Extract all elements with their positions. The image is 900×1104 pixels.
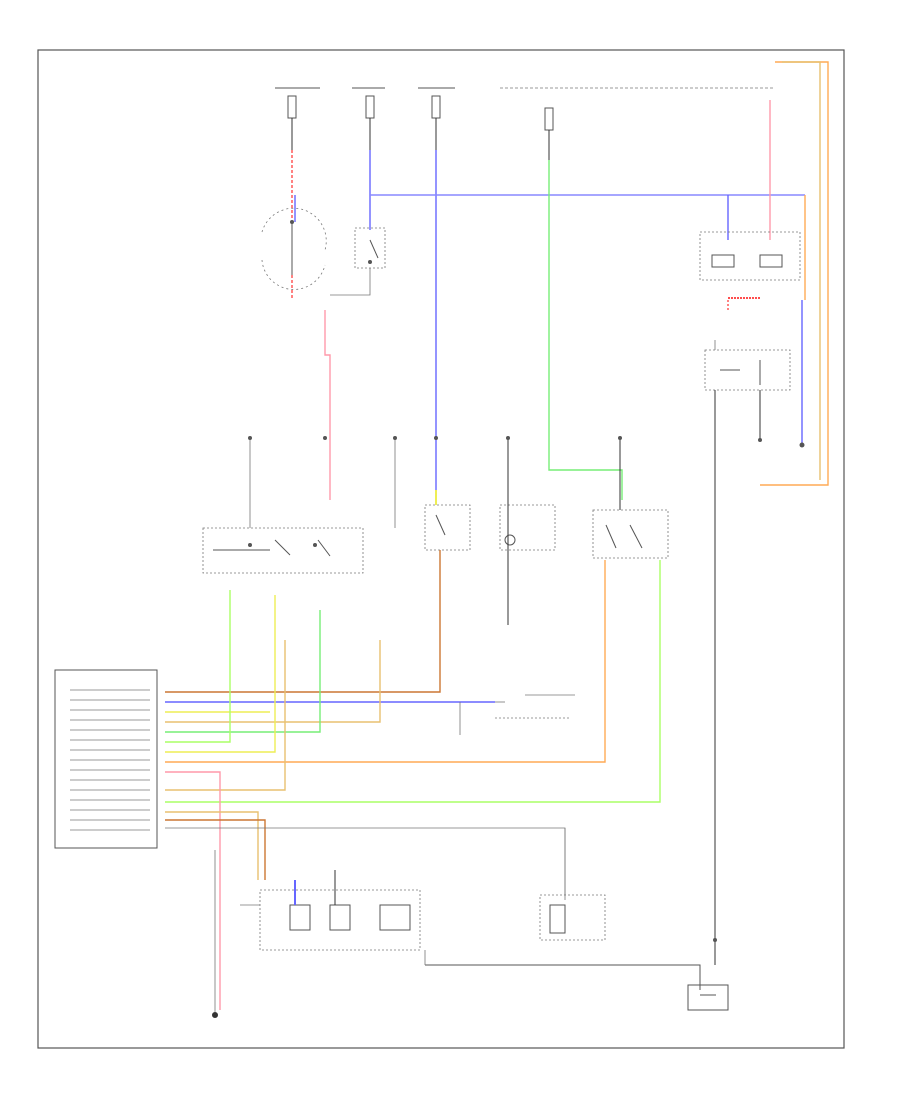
cruise-actuator xyxy=(240,870,421,951)
relay-module xyxy=(699,231,801,299)
ground-right xyxy=(687,984,729,1011)
wire-green-brake xyxy=(165,560,661,803)
wire-gray-clutch xyxy=(330,268,371,296)
brake-switch xyxy=(592,438,669,559)
fuse-box-top-mid xyxy=(352,87,385,150)
hazard-fuse xyxy=(500,87,775,160)
combination-switch xyxy=(202,527,364,574)
diagram-border xyxy=(37,49,845,1049)
wire-green-cu xyxy=(165,610,321,733)
wire-orange-brake xyxy=(165,560,606,763)
wire-brown-cu-2 xyxy=(165,819,266,880)
cruise-control-unit xyxy=(54,669,158,849)
fuse-box-top-left xyxy=(275,87,320,150)
vehicle-speed-sensor xyxy=(539,828,606,941)
transmission-range-switch xyxy=(459,694,575,735)
tail-lamp-relay xyxy=(704,349,791,965)
wire-pink-combo xyxy=(324,310,331,500)
wire-tan-cu-2 xyxy=(165,640,286,791)
wire-yellow-cu-2 xyxy=(165,595,276,753)
wire-tan-cu xyxy=(165,640,381,723)
wire-tan-cu-3 xyxy=(165,811,259,880)
rotary-switch xyxy=(261,207,327,290)
wire-tan-right xyxy=(782,61,821,480)
cruise-indicator xyxy=(499,438,556,625)
wire-pink-cu xyxy=(165,771,221,1010)
connector-dots xyxy=(248,436,805,942)
wire-gray-cu xyxy=(165,827,566,900)
clutch-switch xyxy=(354,227,386,269)
ground-left xyxy=(212,850,218,1018)
cruise-main-switch xyxy=(424,490,471,551)
wire-brown-cu xyxy=(165,550,441,693)
wire-green-long xyxy=(548,160,623,500)
fuse-box-top-right xyxy=(418,87,455,150)
wire-lgreen-cu xyxy=(165,590,231,743)
wire-bottom xyxy=(425,964,701,990)
